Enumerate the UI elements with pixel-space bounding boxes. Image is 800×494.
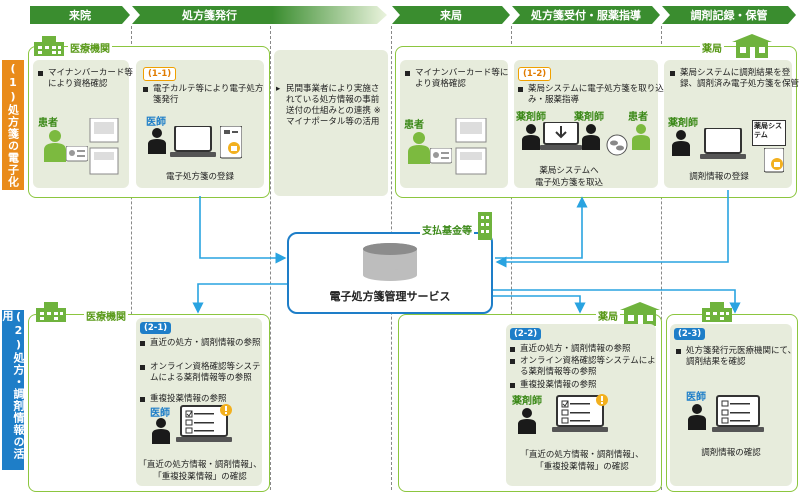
tag-2-3: (2-3) bbox=[674, 328, 706, 340]
step-issue: 処方箋発行 bbox=[132, 6, 387, 24]
pharmacist-icon-3 bbox=[672, 130, 690, 156]
pharmacist-icon-2 bbox=[582, 124, 600, 150]
row2-medical-item-1: 直近の処方・調剤情報の参照 bbox=[140, 338, 268, 349]
row2-pharmacy-item-1: 直近の処方・調剤情報の参照 bbox=[510, 344, 662, 355]
patient-icon bbox=[44, 130, 66, 162]
medicine-icon bbox=[606, 134, 628, 156]
row1-accept-caption-1: 薬局システムへ bbox=[539, 166, 599, 176]
checklist-laptop-icon-2 bbox=[552, 394, 608, 432]
row2-medical-card bbox=[136, 318, 262, 486]
tag-2-2: (2-2) bbox=[510, 328, 542, 340]
checklist-laptop-icon-3 bbox=[712, 395, 764, 432]
row2-medical-title: 医療機関 bbox=[84, 308, 128, 323]
patient-icon-2 bbox=[632, 124, 650, 150]
row1-issue-card bbox=[136, 60, 264, 188]
step-accept-label: 処方箋受付・服薬指導 bbox=[531, 9, 641, 22]
doctor-icon-2 bbox=[152, 418, 170, 444]
service-title: 電子処方箋管理サービス bbox=[329, 290, 451, 303]
fund-label: 支払基金等 bbox=[420, 222, 474, 237]
tag-1-2: (1-2) bbox=[518, 67, 552, 81]
patient-label-2: 患者 bbox=[628, 112, 648, 123]
doctor-label: 医師 bbox=[146, 117, 166, 128]
step-visit: 来院 bbox=[30, 6, 130, 24]
step-record-label: 調剤記録・保管 bbox=[690, 9, 768, 22]
fund-building-icon bbox=[478, 212, 492, 240]
doctor-label-2: 医師 bbox=[150, 408, 170, 419]
row2-pharmacy-title: 薬局 bbox=[596, 308, 620, 323]
patient-icon-pharmacy bbox=[408, 132, 430, 164]
row2-medical-caption-2: 「重複投薬情報」の確認 bbox=[153, 472, 247, 482]
row2-pharmacy-caption-1: 「直近の処方情報・調剤情報」、 bbox=[520, 450, 644, 460]
tag-2-1: (2-1) bbox=[140, 322, 172, 334]
side-label-digitalization-text: (1)処方箋の電子化 bbox=[6, 62, 20, 188]
pharmacist-label-2: 薬剤師 bbox=[574, 112, 604, 123]
pharmacist-label-1: 薬剤師 bbox=[516, 112, 546, 123]
column-divider bbox=[661, 26, 662, 490]
qualification-terminal-icon-pharmacy bbox=[455, 118, 487, 175]
lock-tablet-icon bbox=[220, 126, 242, 159]
id-card-icon-pharmacy bbox=[430, 148, 452, 164]
hospital-icon-2 bbox=[36, 302, 66, 322]
step-visit-label: 来院 bbox=[69, 9, 91, 22]
laptop-icon bbox=[170, 126, 216, 157]
doctor-label-3: 医師 bbox=[686, 392, 706, 403]
pharmacy-system-label: 薬局システム bbox=[754, 122, 782, 139]
row1-arrival-card bbox=[400, 60, 508, 188]
step-record: 調剤記録・保管 bbox=[662, 6, 796, 24]
pharmacy-icon bbox=[732, 34, 772, 58]
private-linkage-arrow: ▸ bbox=[276, 84, 281, 94]
row1-medical-title: 医療機関 bbox=[68, 40, 112, 55]
database-icon bbox=[363, 243, 417, 281]
hospital-icon-3 bbox=[702, 302, 732, 322]
side-label-digitalization: (1)処方箋の電子化 bbox=[2, 60, 24, 190]
row1-accept-caption-2: 電子処方箋を取込 bbox=[534, 178, 603, 188]
column-divider bbox=[131, 26, 132, 490]
row2-medical-caption-1: 「直近の処方情報・調剤情報」、 bbox=[138, 460, 262, 470]
patient-label: 患者 bbox=[38, 118, 58, 129]
row1-accept-card bbox=[514, 60, 658, 188]
download-laptop-icon bbox=[540, 122, 582, 150]
pharmacist-label-row2: 薬剤師 bbox=[512, 396, 542, 407]
pharmacist-icon-1 bbox=[522, 124, 540, 150]
pharmacy-system-box bbox=[752, 120, 786, 146]
doctor-icon-3 bbox=[688, 404, 706, 430]
row1-pharmacy-title: 薬局 bbox=[700, 40, 724, 55]
row1-record-text: 薬局システムに調剤結果を登録、調剤済み電子処方箋を保管 bbox=[670, 68, 800, 90]
checklist-laptop-icon bbox=[176, 404, 232, 442]
id-card-icon bbox=[66, 146, 88, 162]
row2-medical-item-2: オンライン資格確認等システムによる薬剤情報等の参照 bbox=[140, 362, 268, 384]
pharmacy-icon-2 bbox=[620, 302, 660, 326]
row2-pharmacy-item-3: 重複投薬情報の参照 bbox=[510, 380, 662, 391]
qualification-terminal-icon bbox=[89, 118, 119, 175]
patient-label-pharmacy: 患者 bbox=[404, 120, 424, 131]
side-label-utilization: (2)処方・調剤情報の活用 bbox=[1, 310, 25, 470]
pharmacist-icon-row2 bbox=[518, 408, 536, 434]
step-arrival: 来局 bbox=[392, 6, 510, 24]
hospital-icon bbox=[32, 36, 66, 60]
lock-tablet-icon-pharmacy bbox=[764, 148, 784, 173]
side-label-utilization-text: (2)処方・調剤情報の活用 bbox=[1, 310, 25, 460]
row2-medical-item-3: 重複投薬情報の参照 bbox=[140, 394, 268, 405]
row1-issue-text: 電子カルテ等により電子処方箋発行 bbox=[143, 84, 268, 106]
row1-arrival-text: マイナンバーカード等により資格確認 bbox=[405, 68, 513, 90]
row1-issue-caption: 電子処方箋の登録 bbox=[165, 172, 234, 182]
row1-accept-text: 薬局システムに電子処方箋を取り込み・服薬指導 bbox=[518, 84, 664, 106]
pharmacist-label-3: 薬剤師 bbox=[668, 118, 698, 129]
row2-pharmacy-caption-2: 「重複投薬情報」の確認 bbox=[535, 462, 629, 472]
row2-record-caption: 調剤情報の確認 bbox=[701, 448, 761, 458]
row1-record-caption: 調剤情報の登録 bbox=[689, 172, 749, 182]
step-issue-label: 処方箋発行 bbox=[182, 9, 237, 22]
row1-visit-text: マイナンバーカード等により資格確認 bbox=[38, 68, 136, 90]
row2-record-item-1: 処方箋発行元医療機関にて、調剤結果を確認 bbox=[676, 346, 800, 368]
record-laptop-icon bbox=[700, 128, 746, 159]
step-arrival-label: 来局 bbox=[440, 9, 462, 22]
private-linkage-text: 民間事業者により実施されている処方情報の事前送付の仕組みとの連携 ※マイナポータ… bbox=[286, 84, 381, 127]
step-accept: 処方箋受付・服薬指導 bbox=[512, 6, 660, 24]
row2-pharmacy-item-2: オンライン資格確認等システムによる薬剤情報等の参照 bbox=[510, 356, 662, 378]
tag-1-1: (1-1) bbox=[143, 67, 177, 81]
doctor-icon bbox=[148, 128, 166, 154]
private-linkage-card bbox=[274, 50, 388, 196]
